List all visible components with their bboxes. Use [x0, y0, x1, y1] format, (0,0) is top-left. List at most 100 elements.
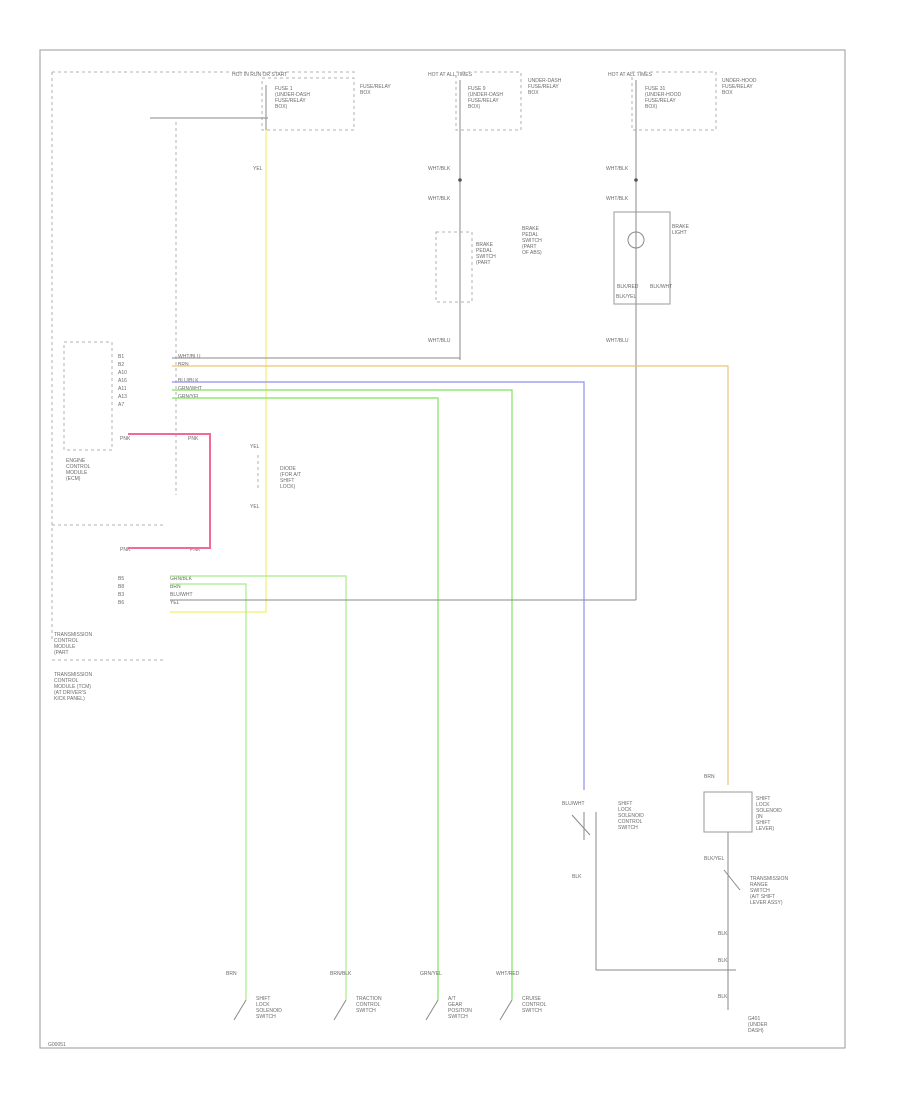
wire-yellow	[170, 130, 267, 613]
fuse3-line2: (UNDER-HOOD	[645, 92, 681, 98]
park-switch-wire: BLK/YEL	[704, 856, 725, 862]
shift-lock-sw-4: CONTROL	[618, 819, 643, 825]
fuse3-box	[631, 71, 717, 131]
sw1-1: SHIFT	[256, 996, 270, 1002]
ecm-label-2: CONTROL	[66, 464, 91, 470]
tcm-pin-b6: B6	[118, 600, 124, 606]
footer-code: G00051	[48, 1042, 66, 1048]
bottom-switches: BRN SHIFT LOCK SOLENOID SWITCH BRN/BLK T…	[226, 971, 547, 1021]
fuse2-line3: FUSE/RELAY	[468, 98, 499, 104]
park-sw-2: RANGE	[750, 882, 768, 888]
shift-lock-sw-3: SOLENOID	[618, 813, 644, 819]
brake-light-wire-a: BLK/RED	[617, 284, 639, 290]
fuse2-box	[455, 71, 522, 131]
shift-lock-sw-5: SWITCH	[618, 825, 638, 831]
fuse2-line2: (UNDER-DASH	[468, 92, 503, 98]
ground-wire-2: BLK	[718, 958, 728, 964]
sw2-3: SWITCH	[356, 1008, 376, 1014]
ecm-w1: WHT/BLU	[178, 354, 201, 360]
sw1-3: SOLENOID	[256, 1008, 282, 1014]
ground-wire-1: BLK	[718, 931, 728, 937]
sw2-1: TRACTION	[356, 996, 382, 1002]
sw4-3: SWITCH	[522, 1008, 542, 1014]
ecm-pink-r: PNK	[188, 436, 199, 442]
sw3-4: SWITCH	[448, 1014, 468, 1020]
fuse1-note1: FUSE/RELAY	[360, 84, 391, 90]
shift-lock-wire: BLU/WHT	[562, 801, 585, 807]
park-switch-symbol	[723, 832, 741, 1010]
sw1-2: LOCK	[256, 1002, 270, 1008]
brake-switch-3: SWITCH	[476, 254, 496, 260]
tcm-label-2: CONTROL	[54, 638, 79, 644]
brake-switch-side3: SWITCH	[522, 238, 542, 244]
wire-green-3	[170, 575, 347, 1000]
solenoid-6: LEVER)	[756, 826, 774, 832]
ecm-label-1: ENGINE	[66, 458, 86, 464]
sw4-1: CRUISE	[522, 996, 542, 1002]
solenoid-wire: BRN	[704, 774, 715, 780]
shift-lock-ground-wire	[595, 880, 736, 971]
brake-switch-side4: (PART	[522, 244, 537, 250]
tcm-label-3: MODULE	[54, 644, 76, 650]
tcm-block: PNK PNK B5 B8 B3 B6 GRN/BLK BRN BLU/WHT …	[52, 524, 201, 702]
tcm-bottom-3: MODULE (TCM)	[54, 684, 91, 690]
fuse1-note2: BOX	[360, 90, 371, 96]
wire-blue	[172, 381, 585, 790]
fuse3-wire-label2: WHT/BLK	[606, 196, 629, 202]
fuse3-header: HOT AT ALL TIMES	[608, 72, 653, 78]
brake-light-box	[613, 211, 671, 305]
sw2-wire: BRN/BLK	[330, 971, 352, 977]
fuse2-note1: UNDER-DASH	[528, 78, 562, 84]
tcm-bottom-5: KICK PANEL)	[54, 696, 85, 702]
fuse3-note3: BOX	[722, 90, 733, 96]
fuse3-note2: FUSE/RELAY	[722, 84, 753, 90]
park-sw-5: LEVER ASSY)	[750, 900, 783, 906]
tcm-pin-b5: B5	[118, 576, 124, 582]
fuse2-line4: BOX)	[468, 104, 481, 110]
ground-1: G401	[748, 1016, 760, 1022]
brake-light-wire-b: BLK/WHT	[650, 284, 672, 290]
brake-light-bulb	[627, 231, 645, 249]
fuse3-line3: FUSE/RELAY	[645, 98, 676, 104]
wire-green-4	[170, 583, 247, 1000]
fuse1-line3: FUSE/RELAY	[275, 98, 306, 104]
brake-switch-side1: BRAKE	[522, 226, 540, 232]
fuse-block-3: HOT AT ALL TIMES FUSE 31 (UNDER-HOOD FUS…	[606, 71, 757, 600]
sw3-1: A/T	[448, 996, 456, 1002]
solenoid-4: (IN	[756, 814, 763, 820]
solenoid-box	[703, 791, 753, 833]
wire-pink	[128, 433, 211, 549]
ecm-dash-border	[51, 71, 355, 640]
brake-switch-box	[435, 231, 473, 303]
brake-switch-side2: PEDAL	[522, 232, 539, 238]
tcm-bottom-2: CONTROL	[54, 678, 79, 684]
tcm-w1: GRN/BLK	[170, 576, 193, 582]
solenoid-1: SHIFT	[756, 796, 770, 802]
fuse1-line1: FUSE 1	[275, 86, 293, 92]
ecm-pin-a10: A10	[118, 370, 127, 376]
sw3-3: POSITION	[448, 1008, 472, 1014]
wire-green-1	[172, 389, 513, 1000]
ecm-w5: GRN/YEL	[178, 394, 200, 400]
ecm-pin-a13: A13	[118, 394, 127, 400]
sw1-wire: BRN	[226, 971, 237, 977]
sw1-4: SWITCH	[256, 1014, 276, 1020]
fuse2-wire-label3: WHT/BLU	[428, 338, 451, 344]
diode-block: YEL YEL DIODE (FOR A/T SHIFT LOCK)	[250, 444, 301, 510]
fuse2-note2: FUSE/RELAY	[528, 84, 559, 90]
ecm-pin-b1: B1	[118, 354, 124, 360]
sw2-symbol	[333, 999, 347, 1021]
ecm-box	[63, 341, 113, 451]
ecm-pink-l: PNK	[120, 436, 131, 442]
tcm-bottom-1: TRANSMISSION	[54, 672, 92, 678]
tcm-label-1: TRANSMISSION	[54, 632, 92, 638]
ecm-block: ENGINE CONTROL MODULE (ECM) B1 B2 A10 A1…	[63, 341, 202, 482]
fuse2-header: HOT AT ALL TIMES	[428, 72, 473, 78]
ecm-label-3: MODULE	[66, 470, 88, 476]
sw4-symbol	[499, 999, 513, 1021]
fuse1-header: HOT IN RUN OR START	[232, 72, 287, 78]
colored-wires	[128, 130, 729, 1000]
brake-switch-2: PEDAL	[476, 248, 493, 254]
